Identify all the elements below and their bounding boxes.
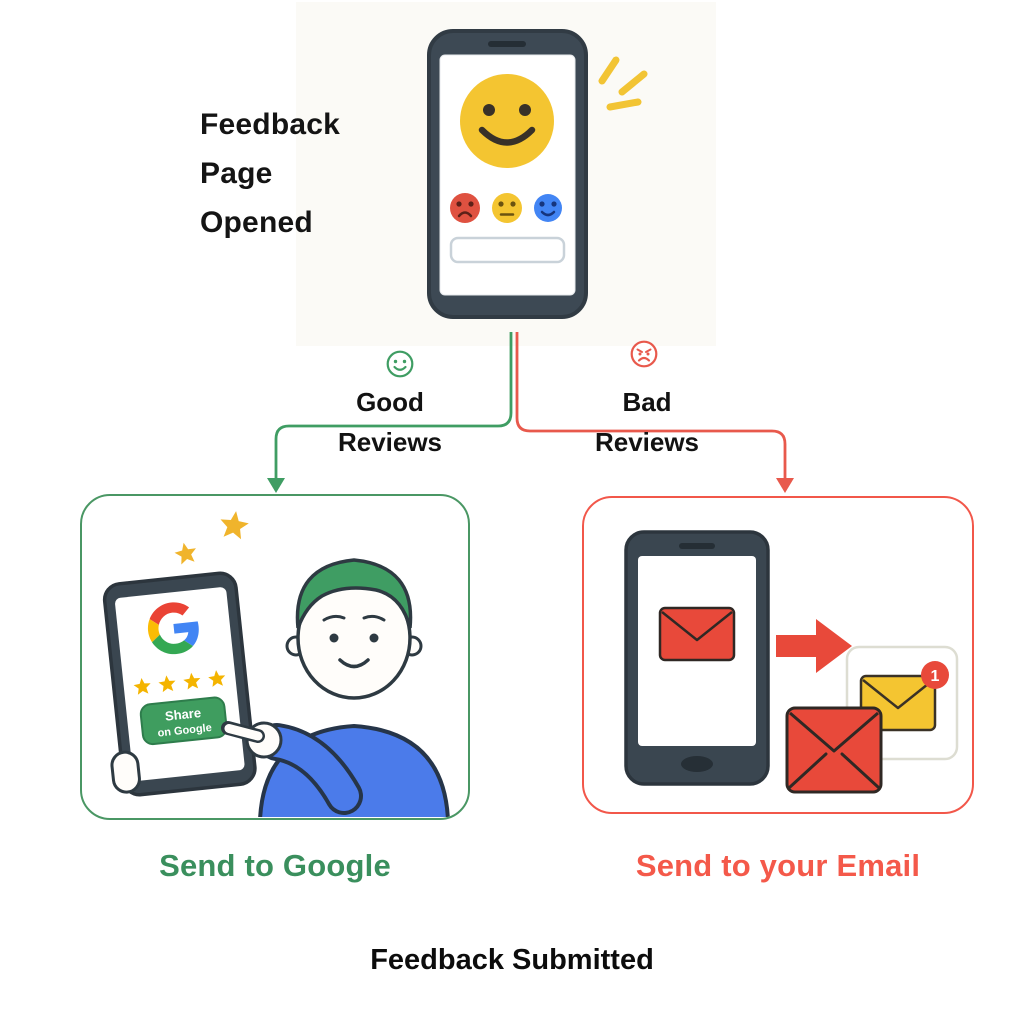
icon-eye [646, 352, 650, 356]
sparkle-rays-icon [598, 56, 648, 111]
title-line: Page [200, 157, 273, 190]
title-line: Opened [200, 206, 313, 239]
send-to-google-label: Send to Google [159, 848, 391, 883]
sparkle-ray [618, 70, 648, 96]
review-phone: Share on Google [102, 571, 257, 797]
feedback-text-input [449, 236, 566, 264]
good-reviews-line: Good [356, 387, 424, 417]
sad-face-option-icon [450, 193, 480, 223]
good-reviews-label: Good Reviews [320, 382, 460, 462]
red-envelope-icon [785, 706, 883, 794]
angry-face-outline-icon [630, 340, 658, 368]
person-smile [338, 658, 370, 669]
arm-sleeve [262, 727, 359, 811]
person-eye [329, 633, 339, 643]
badge-count: 1 [931, 668, 940, 685]
email-forward-card: 1 [582, 496, 974, 814]
share-button-line1: Share [164, 705, 202, 724]
pointing-arm [221, 721, 363, 815]
star-icon [218, 509, 251, 541]
phone-screen [115, 587, 245, 781]
send-to-email-label: Send to your Email [635, 848, 921, 883]
share-button-line2: on Google [157, 722, 212, 740]
email-phone [624, 530, 770, 786]
big-smiley-face-icon [460, 74, 554, 168]
person-green-hair [295, 558, 413, 629]
icon-smile [393, 365, 407, 371]
notification-badge: 1 [921, 661, 949, 689]
sparkle-ray [598, 56, 620, 85]
happy-face-option-icon [534, 194, 562, 222]
icon-eye [393, 359, 398, 364]
google-g-logo [147, 602, 199, 655]
icon-frown [637, 356, 651, 362]
icon-brow [636, 348, 643, 353]
bad-branch-arrowhead [776, 478, 794, 493]
person-eyebrow [362, 614, 386, 622]
sparkle-ray [606, 98, 642, 111]
email-forward-illustration: 1 [624, 530, 959, 794]
share-on-google-button: Share on Google [139, 696, 228, 746]
holding-hand [110, 750, 141, 794]
icon-circle [630, 340, 658, 368]
title-line: Feedback [200, 108, 340, 141]
feedback-phone-illustration [427, 29, 588, 319]
icon-eye [402, 359, 407, 364]
feedback-page-opened-label: Feedback Page Opened [200, 100, 420, 247]
bad-reviews-line: Reviews [594, 427, 700, 457]
neutral-face-option-icon [492, 193, 522, 223]
icon-circle [386, 350, 414, 378]
person-eye [369, 633, 379, 643]
google-review-card: Share on Google [80, 494, 470, 820]
home-button [681, 756, 713, 772]
icon-brow [645, 348, 652, 353]
bad-reviews-label: Bad Reviews [582, 382, 712, 462]
bad-reviews-line: Bad [622, 387, 672, 417]
star-icon [172, 540, 199, 566]
phone-speaker [488, 41, 526, 47]
google-review-illustration: Share on Google [102, 509, 450, 817]
happy-face-outline-icon [386, 350, 414, 378]
pointing-finger [224, 724, 263, 741]
feedback-submitted-label: Feedback Submitted [370, 944, 654, 976]
good-reviews-line: Reviews [337, 427, 443, 457]
person-eyebrow [322, 614, 346, 622]
envelope-icon [658, 606, 736, 662]
icon-eye [638, 352, 642, 356]
good-branch-arrowhead [267, 478, 285, 493]
phone-speaker [679, 543, 715, 549]
forward-arrow-icon [776, 619, 852, 673]
